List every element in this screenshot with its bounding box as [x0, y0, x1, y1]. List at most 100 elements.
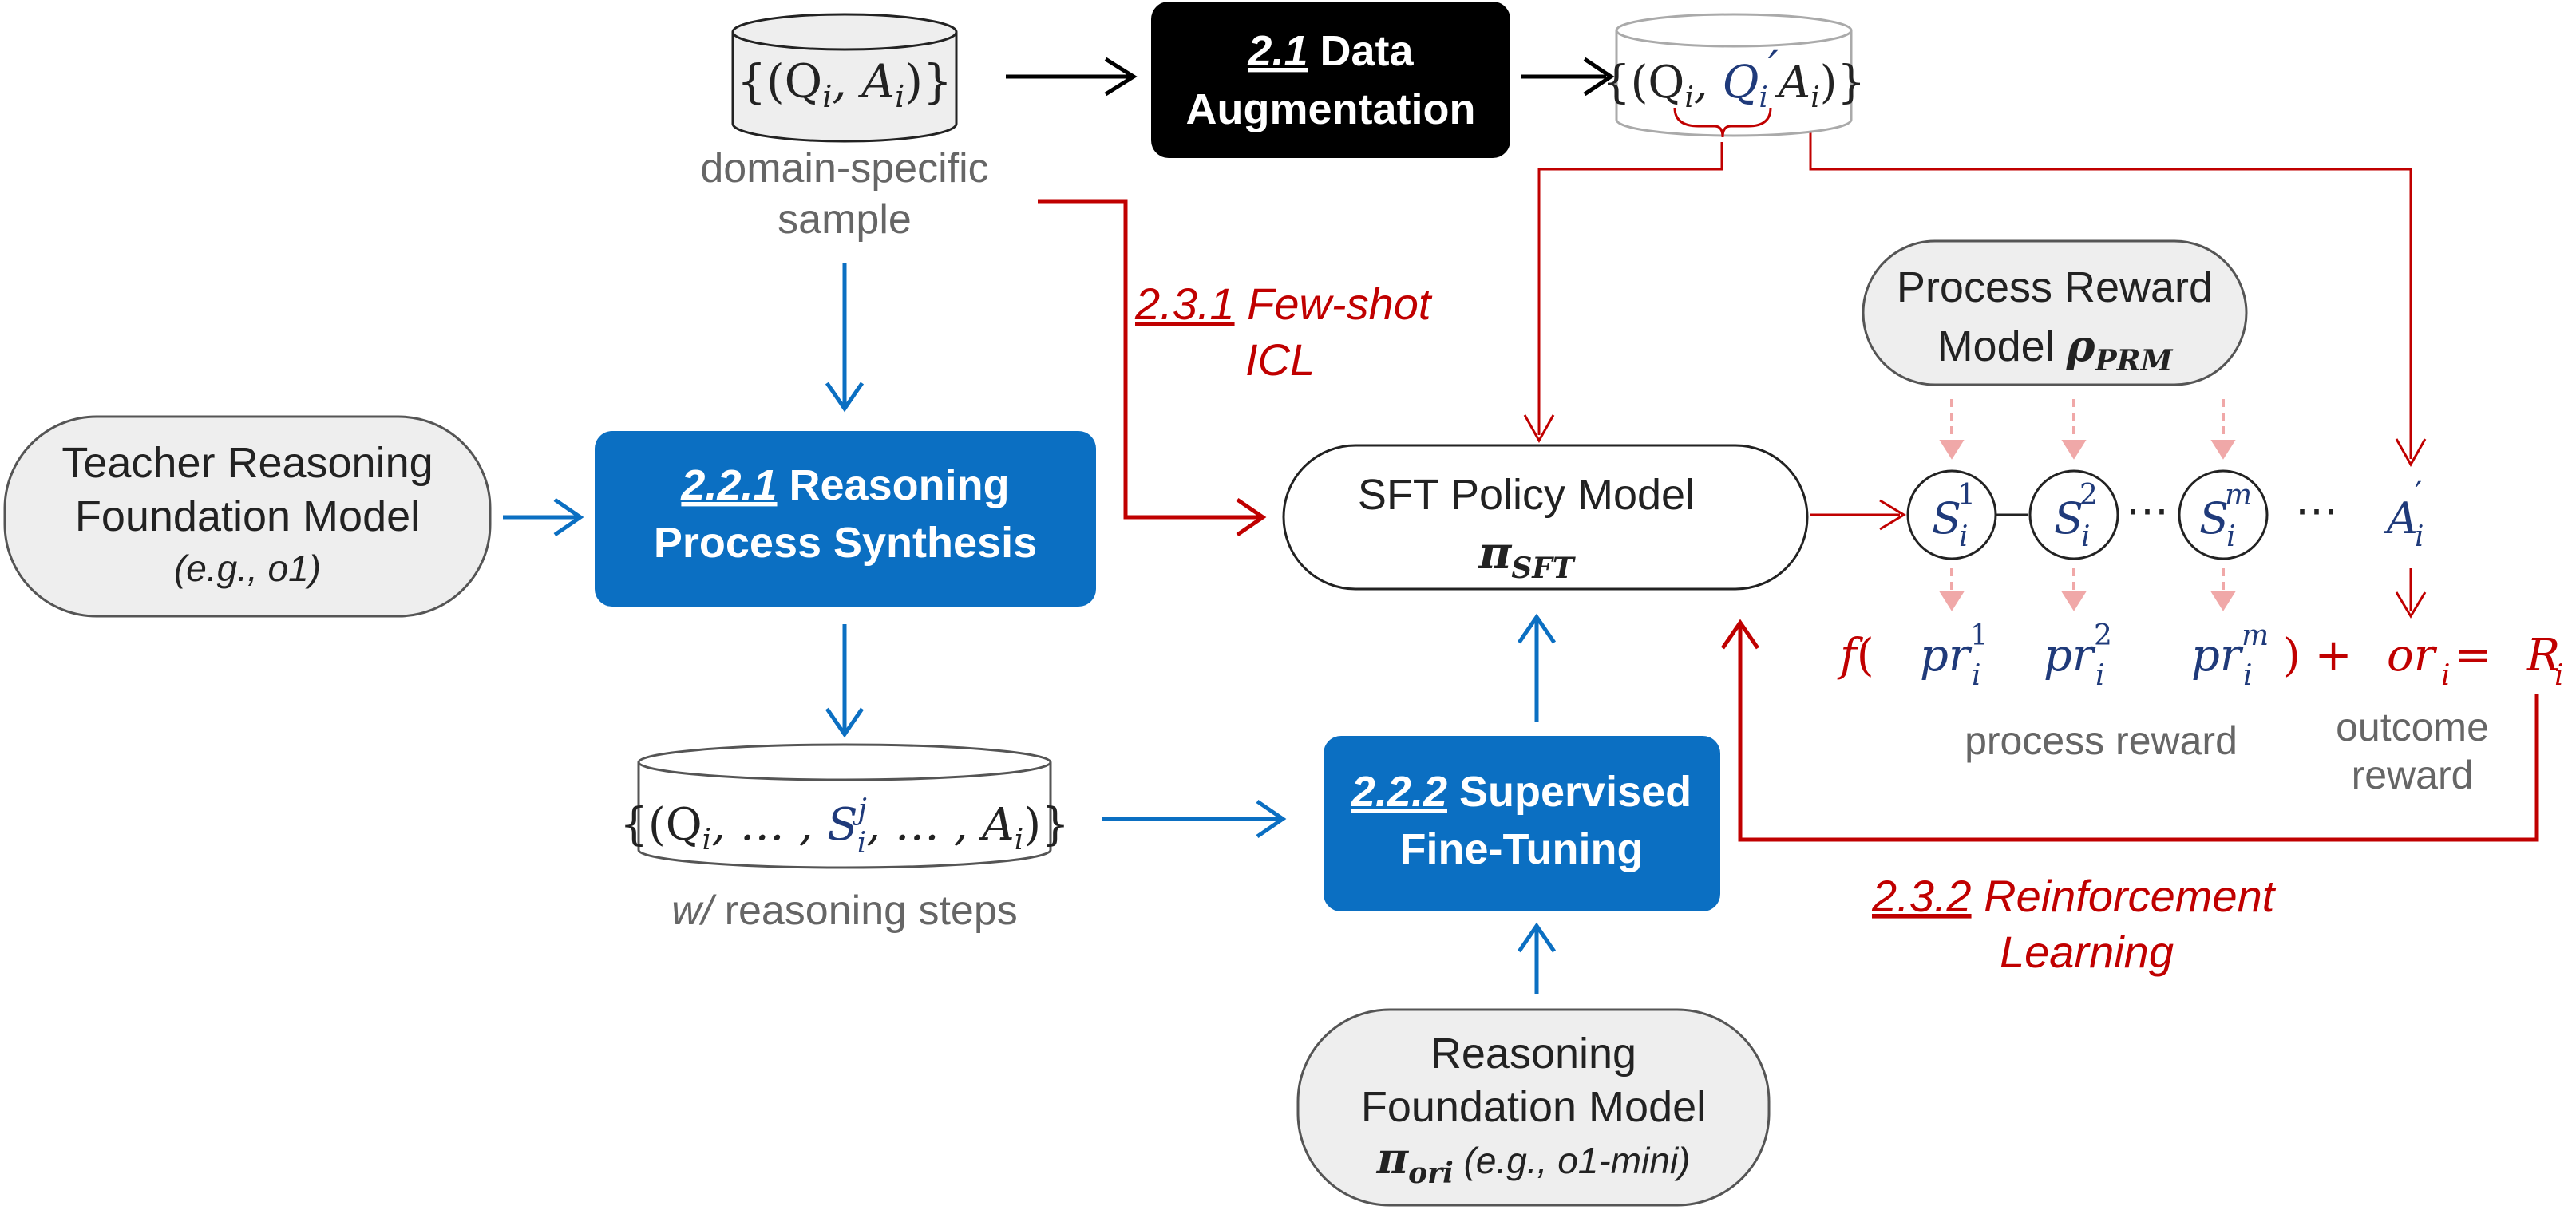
step-node-1: S 1 i: [1906, 469, 1997, 560]
svg-text:A: A: [2383, 493, 2418, 544]
domain-sample-caption-line1: domain-specific: [700, 145, 988, 192]
fewshot-icl-line1: 2.3.1 Few-shot: [1134, 279, 1433, 329]
process-reward-term-1: pr 1 i: [1920, 619, 1988, 692]
step-node-m: S m i: [2178, 469, 2269, 560]
arrow-policy-to-steps: [1810, 499, 1906, 531]
svg-text:S: S: [2199, 493, 2229, 544]
svg-text:i: i: [2226, 520, 2236, 553]
steps-db-caption: w/ reasoning steps: [671, 888, 1018, 934]
svg-text:R: R: [2526, 630, 2560, 682]
total-reward-term: R i: [2526, 630, 2564, 692]
svg-text:pr: pr: [2044, 630, 2096, 682]
step-ellipsis-2: ⋯: [2295, 485, 2338, 536]
svg-text:i: i: [1972, 659, 1981, 692]
teacher-model-line3: (e.g., o1): [174, 548, 321, 589]
reasoning-synthesis-title: 2.2.1 Reasoning: [680, 461, 1009, 509]
outcome-reward-caption-line1: outcome: [2336, 705, 2489, 749]
svg-text:m: m: [2225, 479, 2252, 512]
foundation-model-line3: πori (e.g., o1-mini): [1376, 1133, 1691, 1190]
reward-plus: ) +: [2283, 630, 2352, 682]
augmented-db-brace: [1673, 107, 1772, 138]
svg-text:i: i: [2441, 659, 2451, 692]
svg-text:pr: pr: [1920, 630, 1973, 682]
arrow-synthesis-to-steps: [825, 624, 865, 738]
prm-to-steps-arrows: [1939, 399, 2236, 460]
fewshot-icl-line2: ICL: [1245, 334, 1315, 385]
rl-line1: 2.3.2 Reinforcement: [1871, 871, 2277, 921]
data-augmentation-title: 2.1 Data: [1247, 27, 1414, 75]
arrow-foundation-to-sft: [1517, 922, 1557, 994]
steps-to-reward-arrows: [1939, 568, 2236, 611]
domain-sample-db: {(Qi, Ai)} domain-specific sample: [700, 13, 989, 243]
svg-text:′: ′: [2415, 476, 2422, 512]
svg-text:i: i: [2554, 659, 2564, 692]
process-reward-term-2: pr 2 i: [2044, 619, 2112, 692]
final-answer: A ′ i: [2383, 476, 2424, 553]
arrow-sample-to-synthesis: [825, 263, 865, 413]
sft-policy-title: SFT Policy Model: [1358, 471, 1695, 519]
svg-text:i: i: [2415, 520, 2424, 553]
teacher-model-box: Teacher Reasoning Foundation Model (e.g.…: [3, 415, 492, 618]
svg-text:S: S: [1932, 493, 1961, 544]
svg-text:pr: pr: [2191, 630, 2244, 682]
svg-text:i: i: [2095, 659, 2105, 692]
svg-text:i: i: [2243, 659, 2253, 692]
arrow-fewshot-icl: [1038, 199, 1267, 537]
sft-policy-model-box: SFT Policy Model πSFT: [1282, 444, 1809, 591]
fewshot-icl-label: 2.3.1 Few-shot ICL: [1134, 279, 1433, 385]
svg-text:1: 1: [1970, 619, 1988, 652]
teacher-model-line2: Foundation Model: [75, 492, 420, 540]
outcome-reward-term: or i: [2387, 630, 2451, 692]
prm-line1: Process Reward: [1897, 263, 2213, 311]
step-ellipsis-1: ⋯: [2126, 485, 2169, 536]
arrow-answer-to-outcome: [2395, 568, 2427, 619]
arrow-augdb-to-policy: [1523, 142, 1723, 444]
arrow-rl-feedback: [1720, 619, 2539, 842]
supervised-finetuning-title: 2.2.2 Supervised: [1351, 768, 1692, 816]
reward-f: f(: [1837, 630, 1874, 682]
svg-text:2: 2: [2079, 479, 2098, 512]
process-reward-model-box: Process Reward Model ρPRM: [1862, 239, 2248, 386]
prm-line2: Model ρPRM: [1937, 320, 2174, 378]
svg-text:S: S: [2054, 493, 2083, 544]
reward-equals: =: [2455, 630, 2492, 682]
foundation-model-line1: Reasoning: [1430, 1030, 1636, 1078]
connectors: [503, 57, 2539, 994]
rl-line2: Learning: [2000, 927, 2174, 977]
svg-text:i: i: [2081, 520, 2091, 553]
data-augmentation-line2: Augmentation: [1186, 85, 1476, 133]
teacher-model-line1: Teacher Reasoning: [61, 439, 433, 487]
step-chain: S 1 i S 2 i ⋯ S m i ⋯ A ′ i: [1906, 469, 2424, 560]
supervised-finetuning-box: 2.2.2 Supervised Fine-Tuning: [1324, 736, 1720, 911]
process-reward-term-m: pr m i: [2191, 619, 2269, 692]
reasoning-synthesis-line2: Process Synthesis: [654, 519, 1037, 567]
arrow-augdb-to-answer: [1809, 112, 2427, 468]
augmented-db: {(Qi, Qi′Ai)}: [1602, 13, 1866, 138]
domain-sample-formula: {(Qi, Ai)}: [737, 54, 952, 114]
svg-text:i: i: [1959, 520, 1969, 553]
reinforcement-learning-label: 2.3.2 Reinforcement Learning: [1871, 871, 2277, 977]
reward-formula: f( pr 1 i pr 2 i pr m i ) + or i = R i: [1837, 619, 2564, 692]
supervised-finetuning-line2: Fine-Tuning: [1400, 825, 1644, 873]
svg-text:1: 1: [1957, 479, 1976, 512]
sft-policy-symbol: πSFT: [1478, 527, 1576, 585]
process-reward-caption: process reward: [1965, 718, 2238, 763]
svg-text:2: 2: [2094, 619, 2112, 652]
step-node-2: S 2 i: [2028, 469, 2119, 560]
svg-text:m: m: [2242, 619, 2269, 652]
domain-sample-caption-line2: sample: [778, 196, 912, 243]
arrow-sample-to-augmentation: [1006, 57, 1138, 97]
arrow-teacher-to-synthesis: [503, 497, 584, 537]
outcome-reward-caption-line2: reward: [2352, 753, 2474, 797]
svg-text:or: or: [2387, 630, 2438, 682]
foundation-model-box: Reasoning Foundation Model πori (e.g., o…: [1296, 1008, 1771, 1207]
reasoning-synthesis-box: 2.2.1 Reasoning Process Synthesis: [595, 431, 1096, 607]
arrow-steps-to-sft: [1102, 799, 1287, 839]
data-augmentation-box: 2.1 Data Augmentation: [1151, 2, 1510, 158]
augmented-db-formula: {(Qi, Qi′Ai)}: [1602, 42, 1866, 114]
arrow-sft-to-policy: [1517, 613, 1557, 722]
arrow-augmentation-to-db: [1521, 57, 1615, 97]
